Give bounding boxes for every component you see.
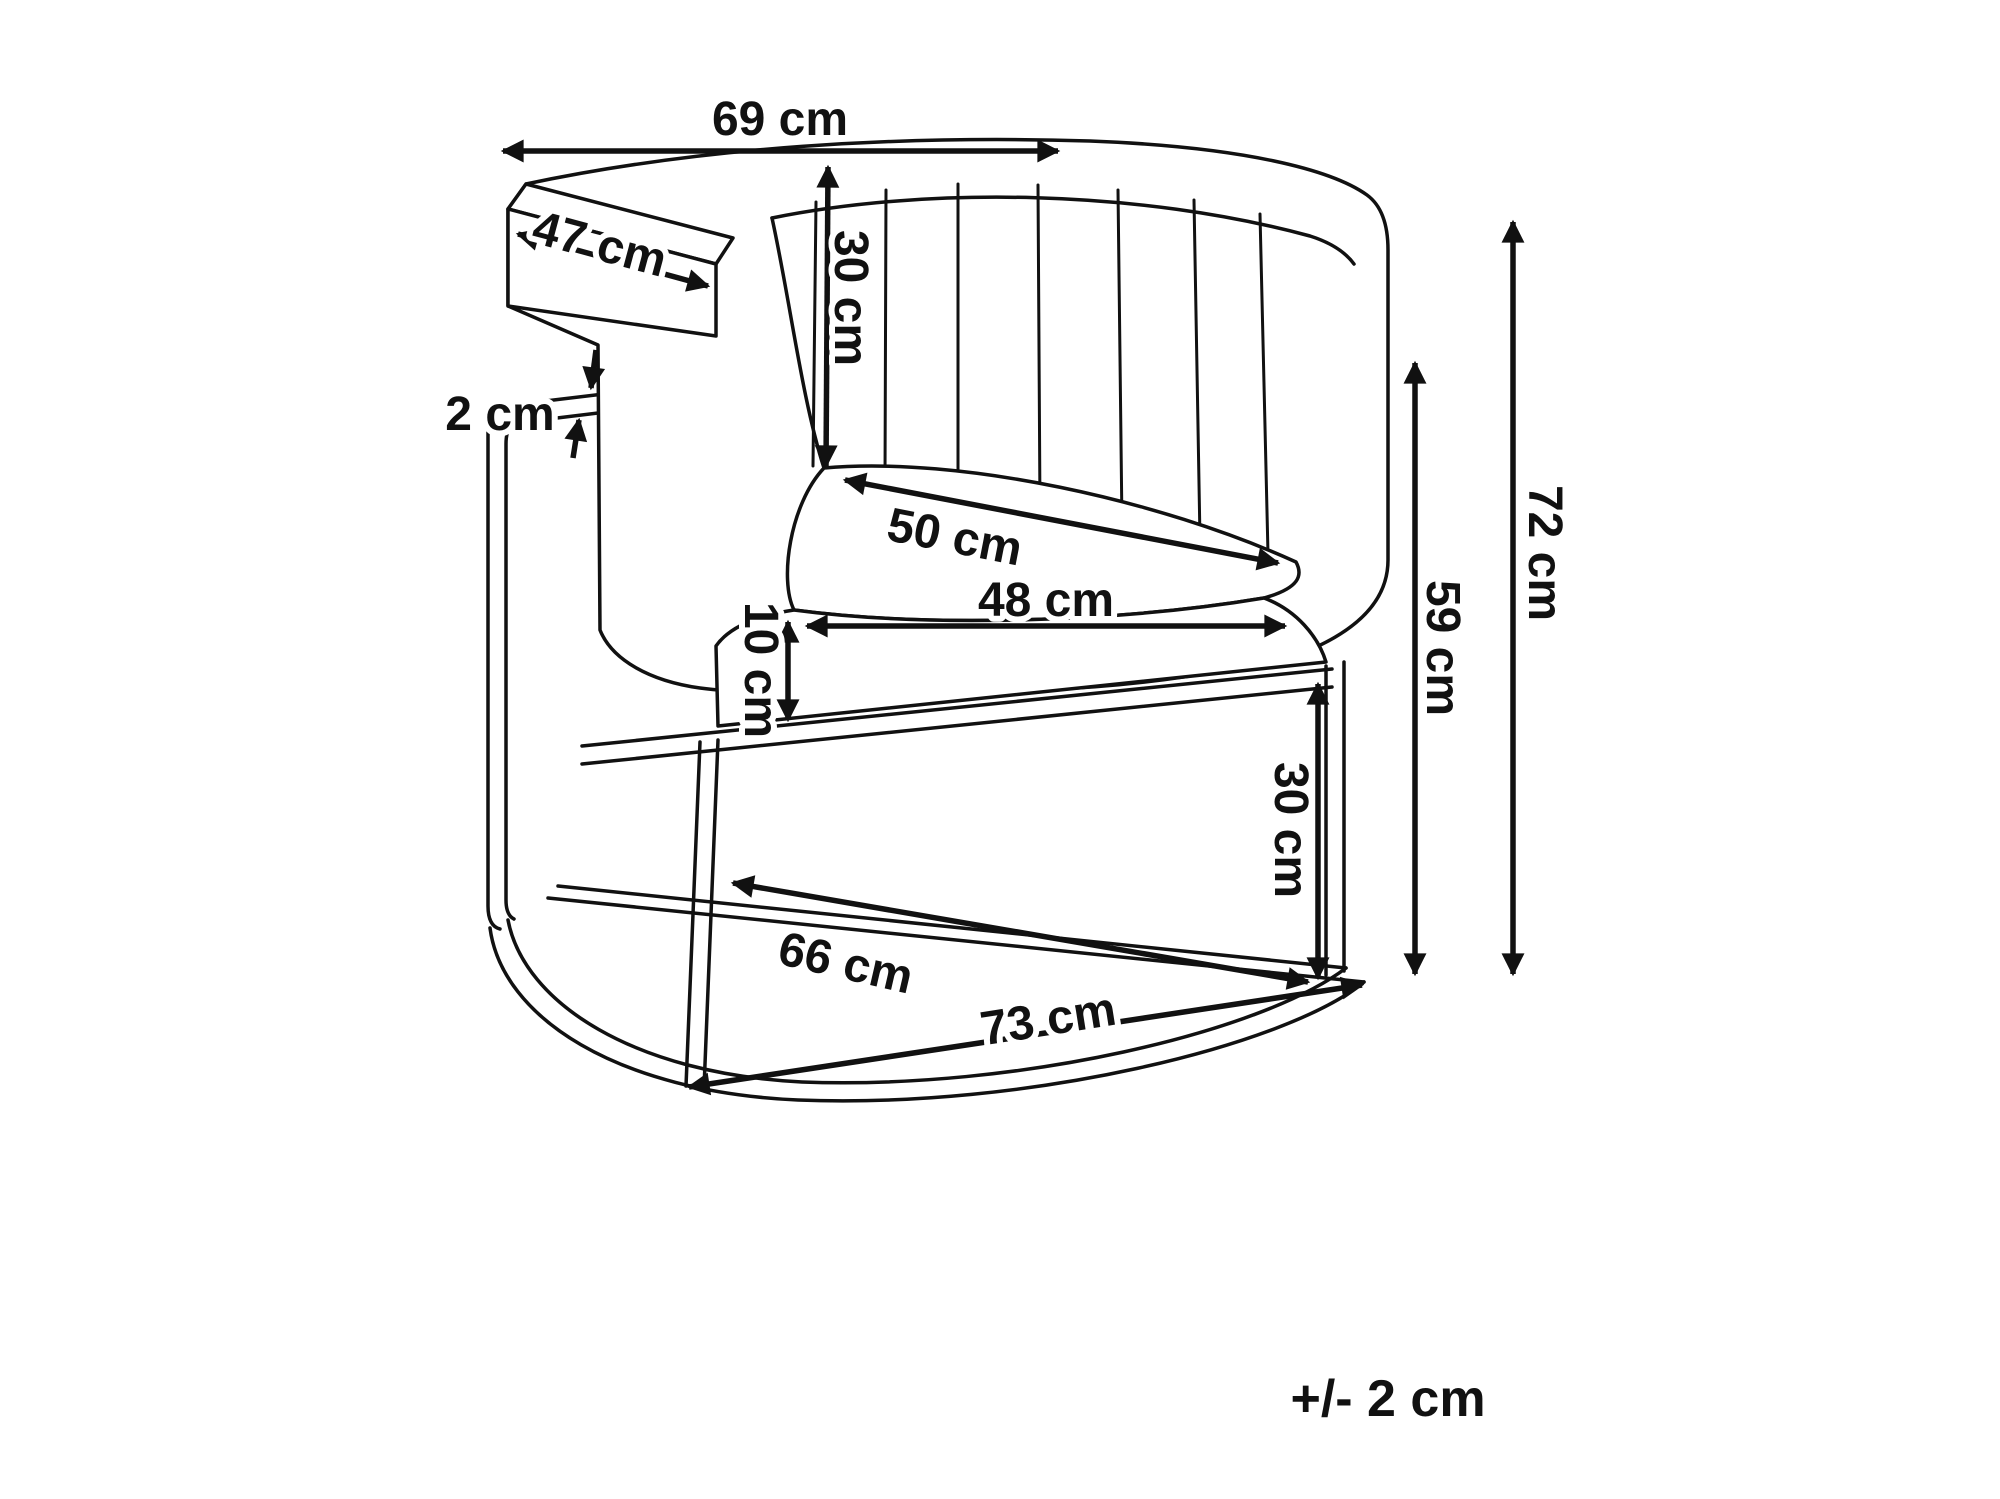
seat-rail-b [580, 685, 1334, 766]
tolerance-note: +/- 2 cm [1290, 1370, 1485, 1428]
label-frame-thickness: 2 cm [445, 388, 554, 441]
label-base-width: 73 cm [977, 983, 1120, 1057]
dim-arrow-arm-depth [515, 228, 711, 292]
label-backrest-height: 30 cm [824, 230, 877, 366]
dim-arrow-base-depth [730, 875, 1311, 990]
dim-arrow-frame-thickness-lower [564, 417, 588, 459]
label-arm-height: 59 cm [1416, 580, 1469, 716]
tuft-seam [883, 188, 888, 482]
dim-arrow-backrest-height [814, 164, 840, 469]
dim-arrow-base-width [686, 976, 1365, 1096]
label-overall-width: 69 cm [712, 93, 848, 146]
base-ring-inner [506, 918, 1348, 1085]
tuft-seam [1116, 188, 1124, 528]
base-ring-outer [488, 926, 1366, 1103]
tuft-seam [1036, 183, 1042, 512]
base-chord-inner [556, 884, 1348, 970]
dimension-arrows [500, 139, 1525, 1096]
frame-left-outer [486, 381, 698, 931]
dim-arrow-seat-depth [842, 472, 1281, 571]
label-seat-width: 48 cm [978, 574, 1114, 627]
backrest-inner-rim [770, 195, 1356, 266]
frame-left-inner [504, 399, 698, 921]
dim-arrow-frame-thickness-upper [582, 349, 606, 391]
label-base-height: 30 cm [1264, 762, 1317, 898]
label-overall-height: 72 cm [1518, 485, 1571, 621]
label-cushion-thickness: 10 cm [734, 602, 787, 738]
seat-rail-a [580, 667, 1334, 748]
